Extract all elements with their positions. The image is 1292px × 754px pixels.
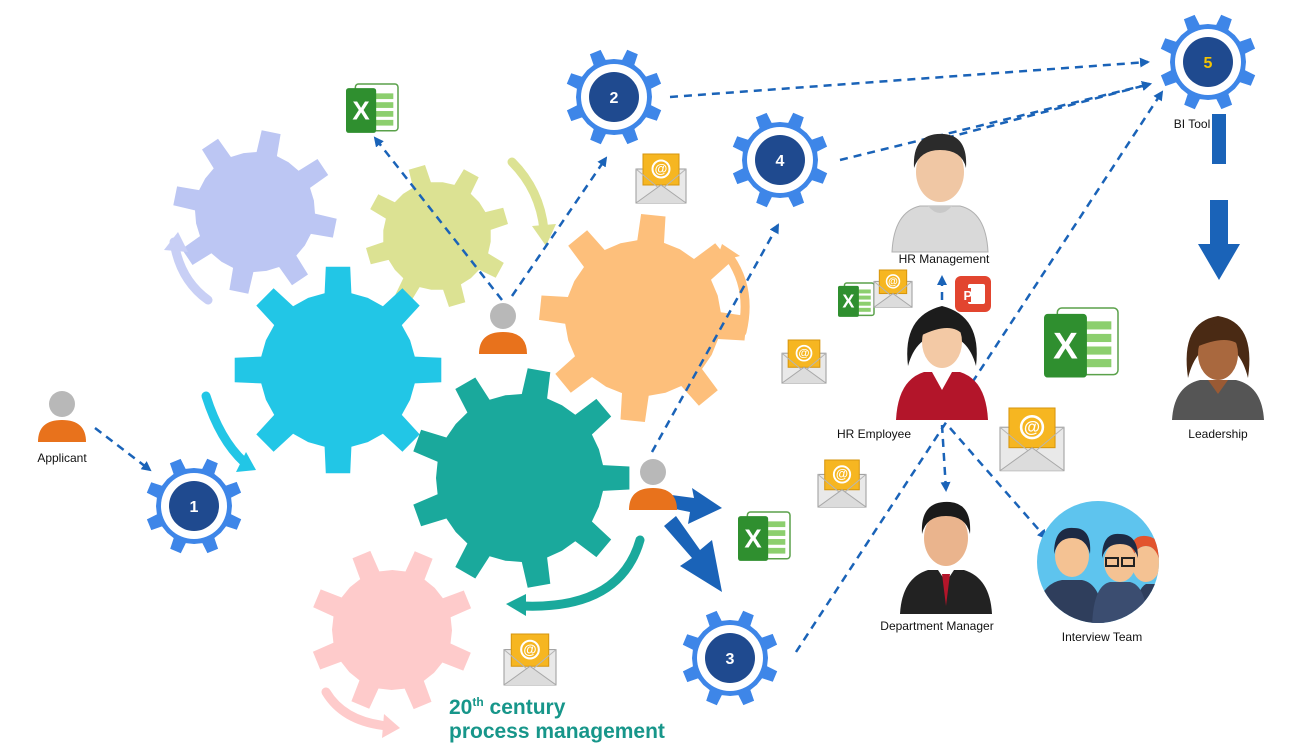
svg-text:X: X [744, 523, 762, 553]
rotation-arrowhead-cyan [236, 452, 256, 472]
rotation-arrow-cyan [201, 391, 249, 467]
step-4-number: 4 [776, 153, 785, 170]
svg-text:X: X [1053, 325, 1078, 366]
rotation-arrow-teal [517, 535, 645, 611]
step-2-gear-icon: 2 [566, 49, 662, 145]
rotation-arrow-lime [507, 157, 549, 235]
excel-icon: X [1044, 307, 1119, 378]
svg-text:P: P [964, 288, 973, 303]
rotation-arrowhead-orange [716, 244, 740, 262]
svg-text:@: @ [523, 642, 536, 657]
svg-text:@: @ [1024, 417, 1040, 436]
rotation-arrow-orange [725, 253, 750, 337]
leadership-avatar [1172, 316, 1264, 420]
email-icon: @ [635, 153, 687, 204]
arrow-person-to-excel [660, 488, 722, 524]
excel-icon: X [838, 282, 875, 317]
step-5-number: 5 [1204, 55, 1213, 72]
connector-person-to-step4 [650, 223, 780, 453]
person-icon [629, 459, 677, 510]
step-1-number: 1 [190, 499, 199, 516]
gear-lavender-icon [173, 130, 337, 294]
step-1-gear-icon: 1 [146, 458, 242, 554]
powerpoint-icon: P P [955, 276, 991, 312]
label-bi-tool: BI Tool [1174, 117, 1210, 131]
email-icon: @ [817, 459, 867, 508]
email-icon: @ [503, 633, 557, 686]
label-leadership: Leadership [1188, 427, 1248, 441]
connector-hremployee-to-interviewteam [949, 427, 1048, 540]
step-3-gear-icon: 3 [682, 610, 778, 706]
step-5-gear-icon: 5 [1160, 14, 1256, 110]
connector-step4-to-step5 [839, 81, 1152, 162]
gear-pink-icon [312, 550, 472, 710]
svg-text:X: X [352, 95, 370, 125]
department-manager-avatar [900, 501, 992, 614]
gear-orange-icon [539, 214, 747, 422]
connector-applicant-to-step1 [94, 427, 152, 472]
step-4-gear-icon: 4 [732, 112, 828, 208]
connector-step2-to-step5 [669, 57, 1150, 99]
connector-hrmanagement-to-step5 [945, 81, 1152, 140]
gear-lime-icon [366, 165, 508, 307]
gear-cyan-icon [234, 266, 442, 474]
svg-text:@: @ [798, 348, 809, 360]
arrow-bitool-shaft-top [1212, 114, 1226, 164]
email-icon: @ [873, 269, 913, 308]
label-interview-team: Interview Team [1062, 630, 1142, 644]
rotation-arrowhead-pink [382, 714, 400, 738]
connector-person-to-excel [373, 136, 503, 301]
title-line-2: process management [449, 720, 665, 743]
label-applicant: Applicant [37, 451, 87, 465]
title-number: 20 [449, 696, 473, 719]
rotation-arrowhead-teal [506, 594, 526, 616]
svg-text:X: X [842, 291, 854, 311]
title-line-1: 20th century [449, 690, 665, 720]
excel-icon: X [346, 83, 399, 133]
diagram-title: 20th century process management [449, 690, 665, 744]
rotation-arrowhead-lavender [164, 232, 188, 252]
person-icon [38, 391, 86, 442]
interview-team-avatar [1037, 501, 1159, 623]
excel-icon: X [738, 511, 791, 561]
arrow-bitool-to-leadership [1198, 200, 1240, 280]
connector-hremployee-to-deptmanager [940, 424, 951, 492]
label-hr-employee: HR Employee [837, 427, 911, 441]
svg-text:@: @ [655, 161, 668, 176]
title-suffix: th [472, 695, 484, 709]
svg-text:@: @ [888, 276, 898, 287]
rotation-arrowhead-lime [532, 224, 556, 246]
title-century: century [483, 696, 566, 719]
step-2-number: 2 [610, 90, 619, 107]
arrow-person-to-step3 [664, 516, 722, 592]
person-icon [479, 303, 527, 354]
label-department-manager: Department Manager [880, 619, 993, 633]
email-icon: @ [781, 339, 827, 384]
rotation-arrow-pink [321, 687, 393, 731]
hr-employee-avatar [896, 306, 988, 420]
label-hr-management: HR Management [899, 252, 990, 266]
email-icon: @ [999, 407, 1065, 472]
gear-teal-icon [413, 368, 630, 588]
step-3-number: 3 [726, 651, 735, 668]
hr-management-avatar [891, 133, 989, 253]
svg-text:@: @ [836, 467, 848, 481]
